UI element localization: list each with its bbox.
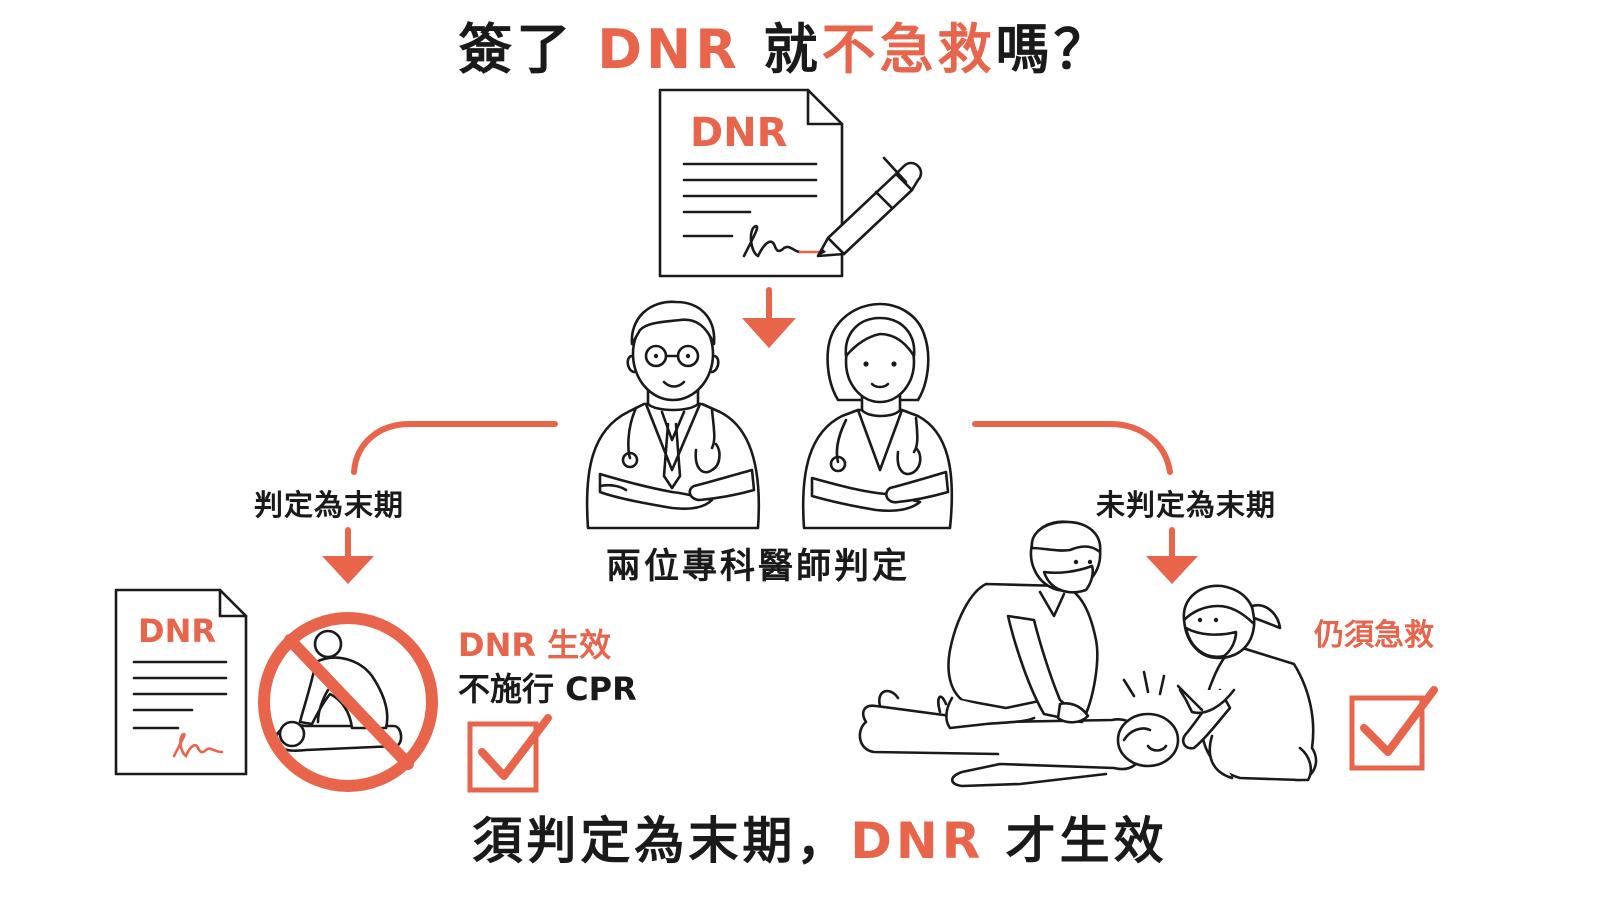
no-cpr-label: 不施行 CPR [458, 670, 637, 708]
title-suffix: 嗎？ [995, 18, 1112, 81]
small-dnr-document-icon: DNR [114, 588, 248, 776]
checkbox-right-icon [1349, 686, 1438, 771]
title-dnr: DNR [597, 18, 741, 81]
cpr-scene-icon [858, 520, 1318, 788]
female-doctor-icon [801, 302, 954, 530]
dnr-document-label: DNR [690, 110, 787, 156]
footer-conclusion: 須判定為末期，DNR 才生效 [0, 806, 1600, 876]
title-mid: 就 [763, 18, 822, 81]
branch-connectors [351, 421, 1173, 475]
footer-prefix: 須判定為末期， [472, 812, 851, 870]
still-rescue-label: 仍須急救 [1314, 618, 1434, 653]
footer-suffix: 才生效 [984, 812, 1168, 870]
title-highlight: 不急救 [821, 18, 996, 81]
dnr-document-icon: DNR [658, 88, 844, 278]
left-condition-label: 判定為末期 [254, 488, 405, 522]
arrow-down-icon [742, 287, 796, 348]
arrow-down-left-icon [322, 527, 374, 584]
small-dnr-document-label: DNR [138, 612, 216, 650]
page-title: 簽了 DNR 就不急救嗎？ [0, 10, 1570, 90]
no-cpr-icon [258, 612, 438, 792]
checkbox-left-icon [467, 714, 552, 793]
title-prefix: 簽了 [458, 18, 575, 81]
footer-dnr: DNR [850, 812, 985, 870]
judges-label: 兩位專科醫師判定 [606, 547, 911, 587]
pen-icon [816, 156, 923, 258]
arrow-down-right-icon [1146, 527, 1198, 584]
dnr-effective-label: DNR 生效 [458, 626, 612, 664]
male-doctor-icon [585, 300, 761, 530]
right-condition-label: 未判定為末期 [1096, 488, 1277, 522]
